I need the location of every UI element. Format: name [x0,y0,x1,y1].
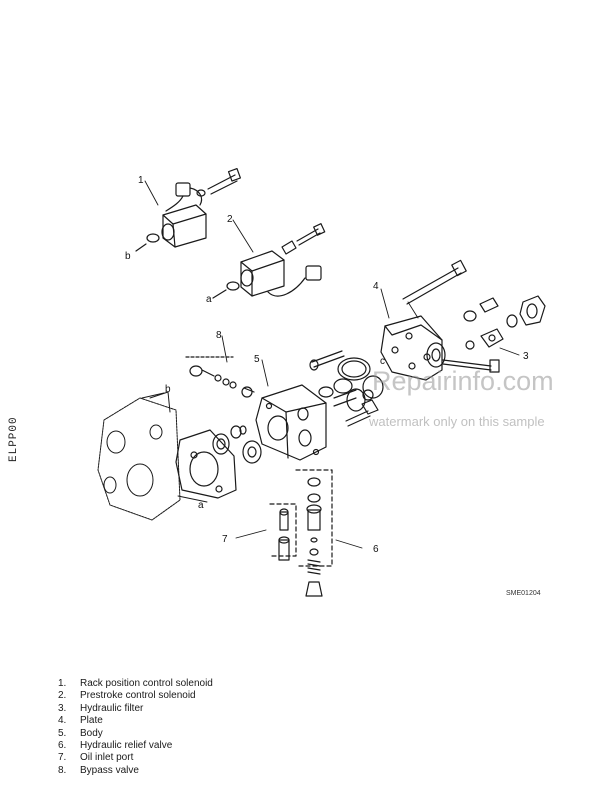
legend-number: 8. [58,764,67,776]
callout-b-rack: b [125,251,131,262]
legend-item: 2. Prestroke control solenoid [58,690,213,702]
legend-label: Prestroke control solenoid [80,690,196,702]
legend-label: Bypass valve [80,764,139,776]
legend-label: Plate [80,715,103,727]
legend-item: 5. Body [58,728,213,740]
watermark-site: Repairinfo.com [372,366,554,396]
legend-item: 3. Hydraulic filter [58,703,213,715]
hydraulic-filter-drawing [465,295,546,350]
figure-code: SME01204 [506,590,541,597]
legend-label: Oil inlet port [80,752,134,764]
rack-position-solenoid-drawing [135,167,242,252]
callout-3: 3 [523,351,529,362]
legend-number: 5. [58,727,67,739]
legend-item: 4. Plate [58,715,213,727]
callout-4: 4 [373,281,379,292]
callout-c: c [380,356,385,367]
oil-inlet-port-drawing [269,503,297,561]
legend-item: 1. Rack position control solenoid [58,678,213,690]
legend-label: Hydraulic filter [80,702,144,714]
callout-labels: 1 2 3 4 5 6 7 8 a a b b c [125,175,529,555]
legend-item: 8. Bypass valve [58,765,213,777]
callout-b-housing: b [165,384,171,395]
callout-1: 1 [138,175,144,186]
watermark-note: watermark only on this sample [369,414,545,429]
legend-item: 6. Hydraulic relief valve [58,740,213,752]
pump-housing-drawing [97,391,181,521]
callout-8: 8 [216,330,222,341]
body-drawing [255,350,384,461]
legend-label: Body [80,727,103,739]
plate-drawing [380,259,500,381]
callout-a-prestroke: a [206,294,212,305]
gear-pump-drawing [175,425,262,499]
callout-6: 6 [373,544,379,555]
legend-label: Rack position control solenoid [80,678,213,689]
relief-valve-drawing [295,469,333,597]
legend-number: 4. [58,715,67,727]
callout-a-housing: a [198,500,204,511]
callout-2: 2 [227,214,233,225]
prestroke-solenoid-drawing [212,223,326,299]
side-figure-code: ELPP00 [8,416,20,462]
leader-lines [141,180,520,549]
parts-legend: 1. Rack position control solenoid 2. Prest… [58,678,213,777]
legend-number: 6. [58,740,67,752]
legend-number: 7. [58,752,67,764]
callout-5: 5 [254,354,260,365]
legend-number: 2. [58,690,67,702]
bypass-valve-drawing [185,356,255,398]
legend-number: 1. [58,678,67,689]
legend-number: 3. [58,702,67,714]
callout-7: 7 [222,534,228,545]
legend-item: 7. Oil inlet port [58,752,213,764]
legend-label: Hydraulic relief valve [80,740,173,752]
exploded-view-diagram: 1 2 3 4 5 6 7 8 a a b b c [97,167,546,597]
